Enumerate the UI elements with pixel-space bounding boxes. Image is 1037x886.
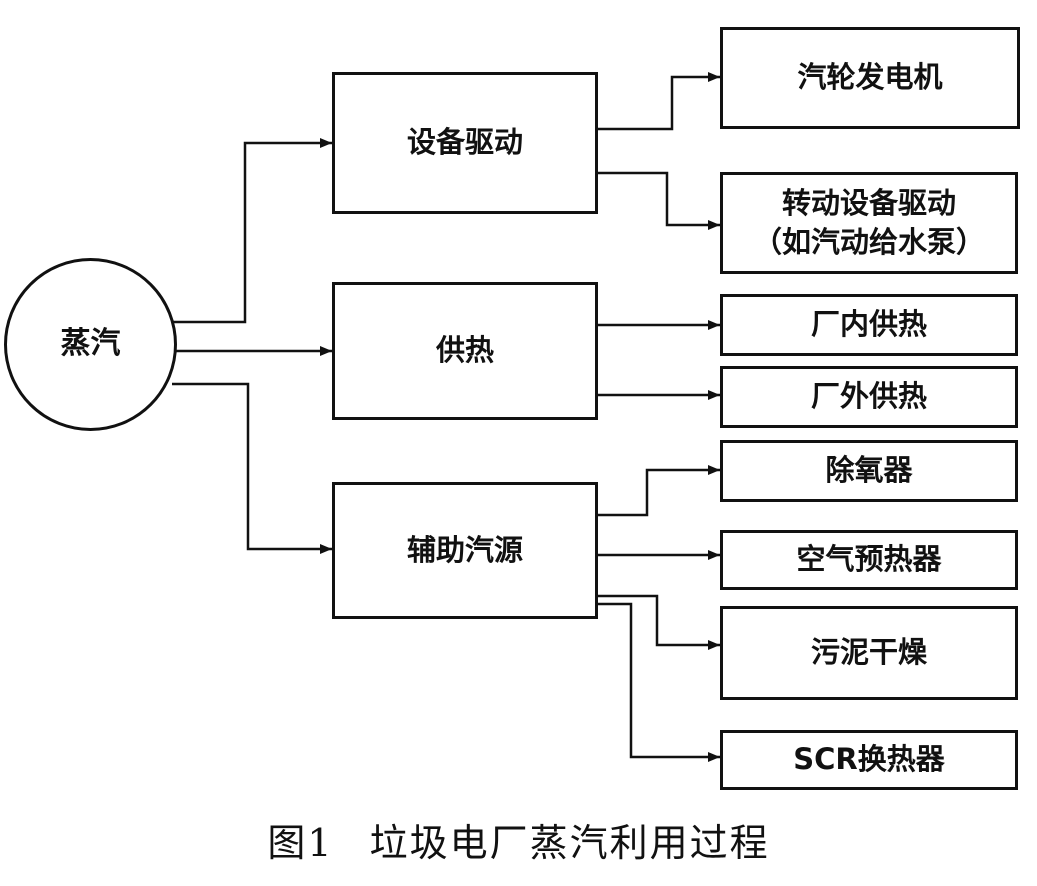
deaerator-label: 除氧器: [825, 453, 913, 488]
equipment-drive-box: 设备驱动: [332, 72, 598, 214]
figure-caption: 图1 垃圾电厂蒸汽利用过程: [0, 812, 1037, 867]
sludge-drying-label: 污泥干燥: [810, 635, 927, 670]
air-preheater-label: 空气预热器: [796, 542, 942, 577]
heating-label: 供热: [435, 333, 494, 368]
turbine-generator-box: 汽轮发电机: [720, 27, 1020, 129]
out-plant-heating-label: 厂外供热: [810, 379, 927, 414]
equipment-drive-label: 设备驱动: [406, 125, 523, 160]
aux-steam-label: 辅助汽源: [406, 532, 523, 567]
arrow-drive-to-turbine: [598, 72, 720, 131]
scr-heat-exchanger-label: SCR换热器: [793, 742, 945, 777]
rotating-equipment-box: 转动设备驱动 （如汽动给水泵）: [720, 172, 1018, 274]
arrow-aux-to-deaerator: [598, 465, 720, 517]
figure-number: 图1: [267, 821, 334, 865]
arrow-drive-to-rotating-equipment: [598, 171, 720, 230]
figure-title: 垃圾电厂蒸汽利用过程: [369, 821, 770, 865]
in-plant-heating-label: 厂内供热: [810, 307, 927, 342]
arrow-steam-to-aux-steam: [172, 382, 332, 554]
deaerator-box: 除氧器: [720, 440, 1018, 502]
aux-steam-box: 辅助汽源: [332, 482, 598, 619]
turbine-generator-label: 汽轮发电机: [797, 60, 943, 95]
air-preheater-box: 空气预热器: [720, 530, 1018, 590]
heating-box: 供热: [332, 282, 598, 420]
rotating-equipment-label: 转动设备驱动: [781, 185, 956, 220]
arrow-steam-to-equipment-drive: [173, 138, 332, 324]
rotating-equipment-note: （如汽动给水泵）: [752, 225, 985, 259]
out-plant-heating-box: 厂外供热: [720, 366, 1018, 428]
arrow-aux-to-sludge-drying: [598, 594, 720, 650]
steam-node: 蒸汽: [4, 258, 177, 431]
scr-heat-exchanger-box: SCR换热器: [720, 730, 1018, 790]
sludge-drying-box: 污泥干燥: [720, 606, 1018, 700]
arrow-aux-to-scr-heat-exchanger: [598, 602, 720, 762]
in-plant-heating-box: 厂内供热: [720, 294, 1018, 356]
steam-label: 蒸汽: [60, 326, 121, 362]
